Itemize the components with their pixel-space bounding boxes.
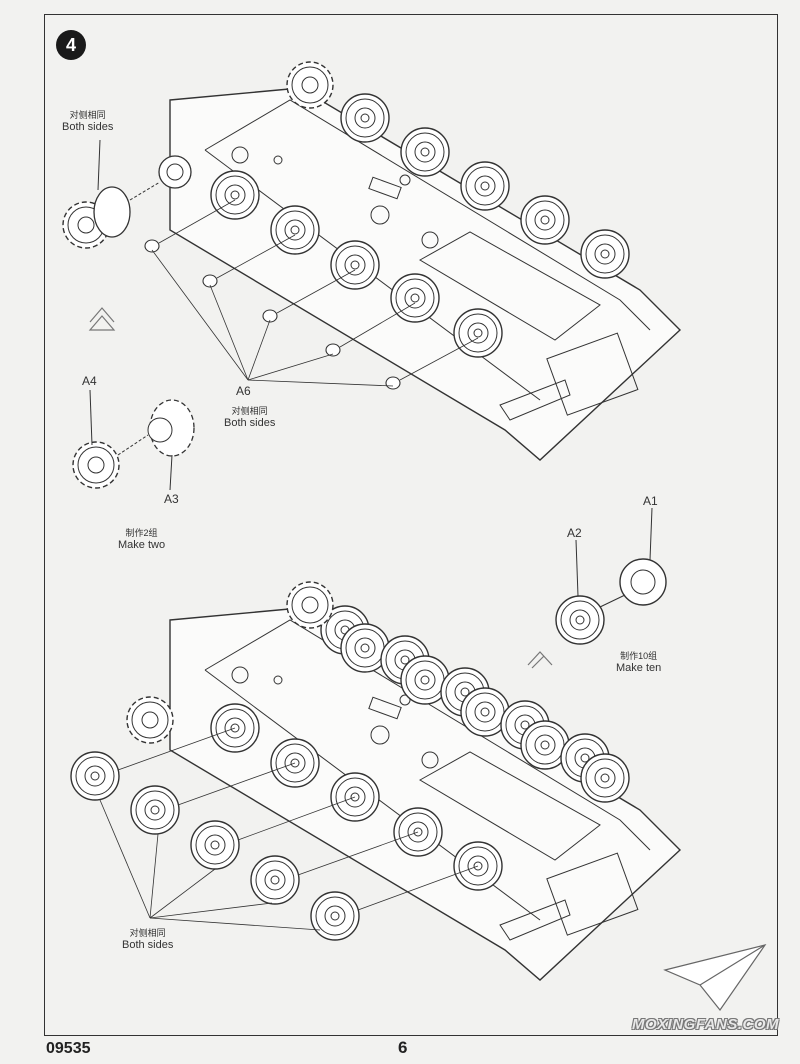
hull-top: [158, 61, 681, 461]
sprocket-subassembly: [72, 389, 195, 491]
part-label-a3: A3: [164, 492, 179, 506]
page-number: 6: [398, 1038, 408, 1057]
step-number-badge: 4: [56, 30, 86, 60]
watermark-text: MOXINGFANS.COM: [632, 1016, 780, 1033]
kit-code: 09535: [46, 1040, 91, 1057]
a6-pins: [88, 199, 479, 390]
wheel-subassembly: [527, 507, 667, 669]
page-frame: [44, 14, 778, 1036]
part-label-a6: A6: [236, 384, 251, 398]
bottom-exploded-wheels: [70, 727, 479, 941]
sprocket-top-exploded: [62, 139, 161, 249]
watermark-logo-icon: [663, 944, 767, 1012]
hull-bottom: [126, 581, 681, 981]
part-label-a4: A4: [82, 374, 97, 388]
part-label-a2: A2: [567, 526, 582, 540]
part-label-a1: A1: [643, 494, 658, 508]
